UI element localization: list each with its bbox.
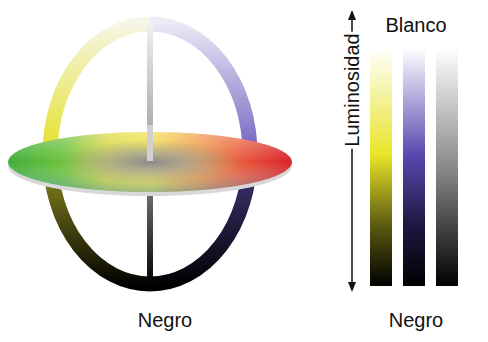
top-label: Blanco [383, 15, 448, 35]
bottom-label: Negro [136, 310, 194, 330]
purple-lightness-bar [403, 48, 425, 286]
gray-lightness-bar [436, 48, 458, 286]
axis-top-part [147, 125, 153, 161]
axis-label: Luminosidad [342, 31, 362, 148]
arrow-head [348, 10, 356, 20]
arrow-head [348, 282, 356, 292]
yellow-lightness-bar [370, 48, 392, 286]
bottom-label: Negro [387, 310, 445, 330]
gray-axis [147, 24, 153, 286]
